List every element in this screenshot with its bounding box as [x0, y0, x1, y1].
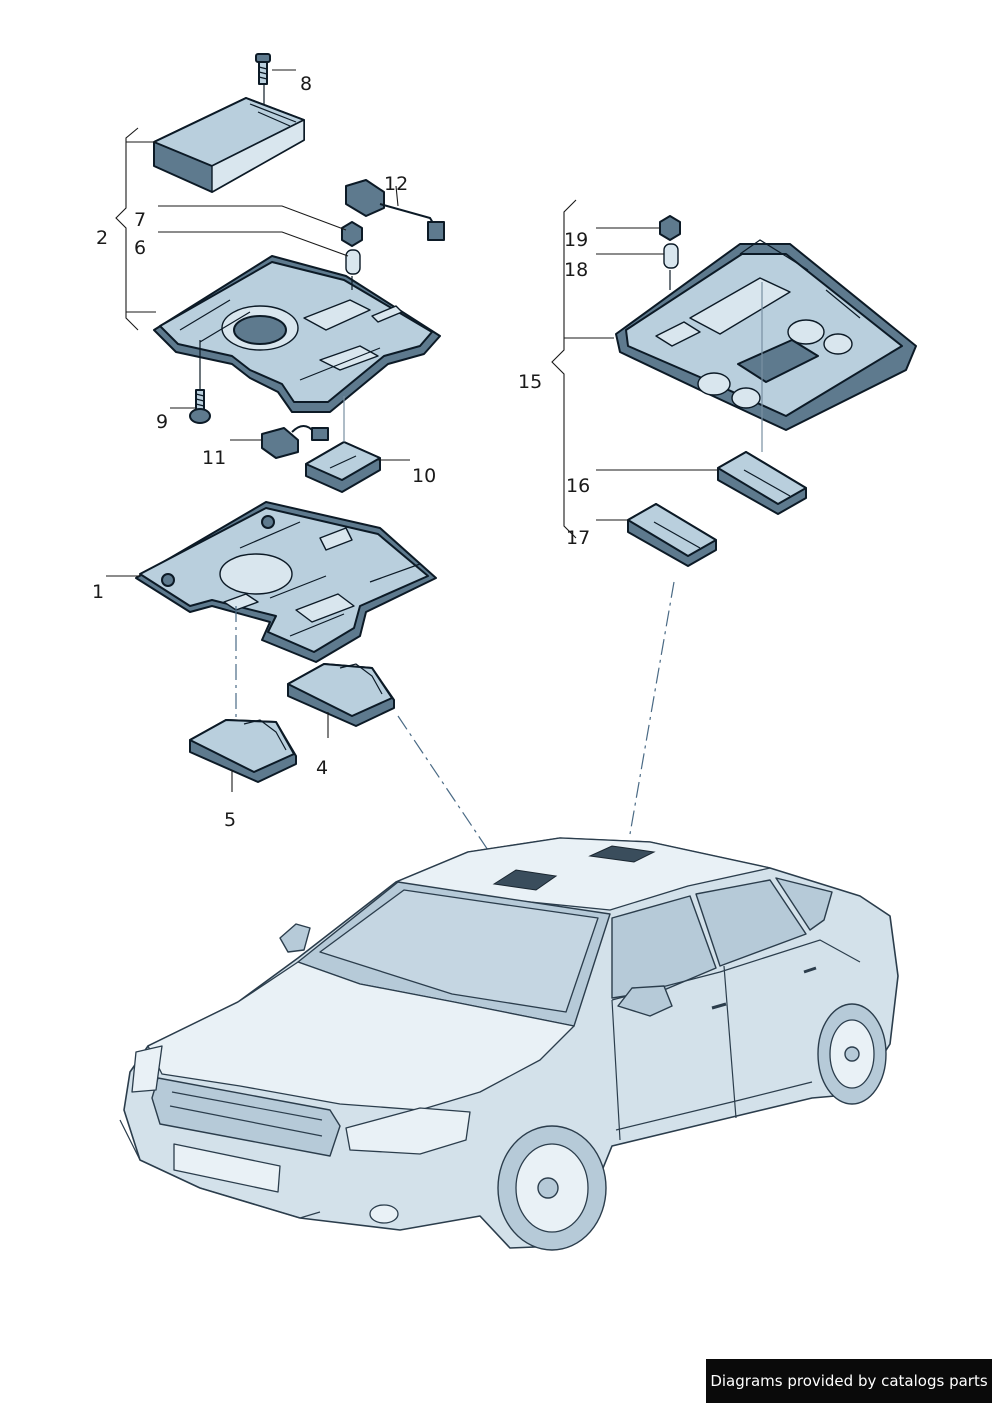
callout-15: 15 [518, 371, 542, 393]
callout-18: 18 [564, 259, 588, 281]
callout-labels: 1 2 4 5 6 7 8 9 10 11 12 15 16 17 18 19 [92, 73, 590, 831]
dashed-install-lines [235, 581, 675, 863]
part-15-front-roof-console[interactable] [615, 239, 917, 431]
part-2-control-module[interactable] [153, 97, 305, 193]
callout-19: 19 [564, 229, 588, 251]
callout-17: 17 [566, 527, 590, 549]
leader-lines [106, 69, 763, 792]
part-2-mounting-frame[interactable] [153, 255, 441, 413]
part-8-screw[interactable] [255, 53, 271, 85]
callout-5: 5 [224, 809, 236, 831]
part-5-reading-lamp[interactable] [189, 719, 297, 783]
part-4-reading-lamp[interactable] [287, 663, 395, 727]
attribution-text: Diagrams provided by catalogs parts [710, 1372, 988, 1390]
part-1-trim-panel[interactable] [135, 501, 437, 663]
callout-1: 1 [92, 581, 104, 603]
attribution-footer: Diagrams provided by catalogs parts [706, 1359, 992, 1403]
part-10-interior-lamp[interactable] [305, 441, 381, 493]
car-illustration [119, 837, 899, 1251]
callout-10: 10 [412, 465, 436, 487]
callout-8: 8 [300, 73, 312, 95]
callout-11: 11 [202, 447, 226, 469]
part-18-bulb[interactable] [663, 243, 679, 269]
part-11-connector[interactable] [261, 425, 329, 459]
part-16-lamp[interactable] [717, 451, 807, 515]
callout-6: 6 [134, 237, 146, 259]
callout-2: 2 [96, 227, 108, 249]
callout-16: 16 [566, 475, 590, 497]
callout-9: 9 [156, 411, 168, 433]
part-9-screw[interactable] [189, 389, 211, 424]
part-12-wiring-connector[interactable] [345, 179, 445, 241]
part-6-bulb[interactable] [345, 249, 361, 275]
callout-7: 7 [134, 209, 146, 231]
callout-4: 4 [316, 757, 328, 779]
part-7-bulb-holder[interactable] [341, 221, 363, 247]
part-19-bulb-holder[interactable] [659, 215, 681, 241]
part-17-lamp[interactable] [627, 503, 717, 567]
callout-12: 12 [384, 173, 408, 195]
